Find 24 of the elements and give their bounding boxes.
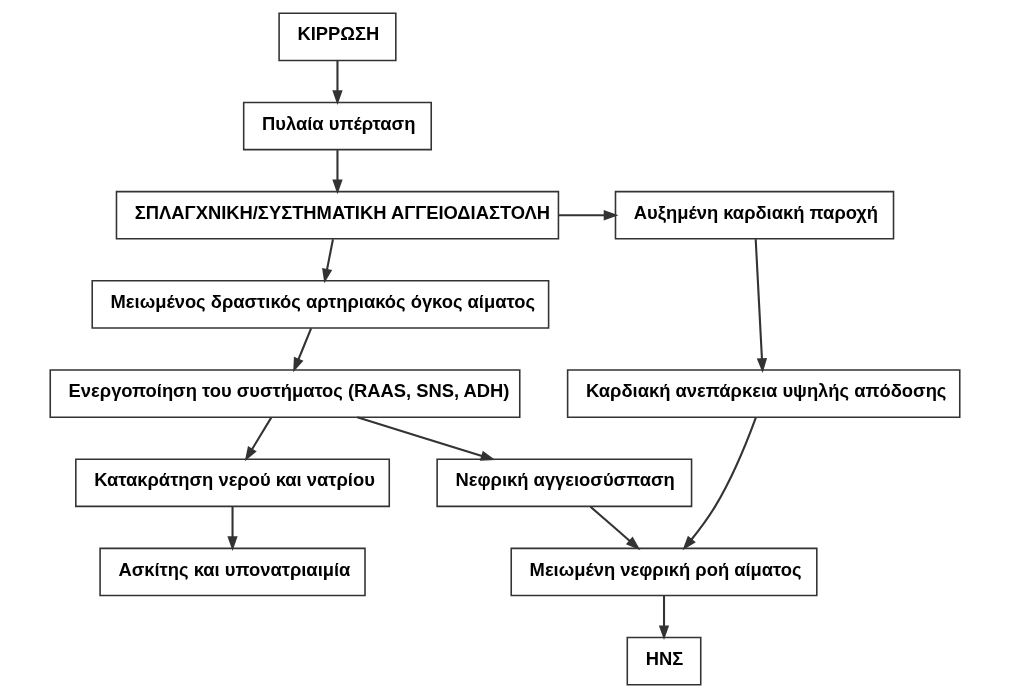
node-box: ΚΙΡΡΩΣΗ <box>278 12 397 62</box>
node-box: Καρδιακή ανεπάρκεια υψηλής απόδοσης <box>566 369 961 418</box>
node-box: Ενεργοποίηση του συστήματος (RAAS, SNS, ADH) <box>49 369 521 418</box>
node-box: Μειωμένη νεφρική ροή αίματος <box>510 547 818 597</box>
arrow <box>293 328 313 373</box>
arrow <box>244 417 273 462</box>
arrow <box>558 210 619 221</box>
arrow <box>658 596 670 641</box>
node-box: Κατακράτηση νερού και νατρίου <box>75 458 391 508</box>
arrow <box>322 239 334 284</box>
node-box: Αυξημένη καρδιακή παροχή <box>614 190 895 240</box>
node-box: Νεφρική αγγειοσύσπαση <box>436 458 693 508</box>
node-box: Πυλαία υπέρταση <box>242 101 432 151</box>
arrow <box>332 60 343 106</box>
arrow <box>589 506 641 551</box>
node-box: ΗΝΣ <box>626 636 702 686</box>
node-box: ΣΠΛΑΓΧΝΙΚΗ/ΣΥΣΤΗΜΑΤΙΚΗ ΑΓΓΕΙΟΔΙΑΣΤΟΛΗ <box>115 190 560 240</box>
arrow <box>357 416 496 461</box>
arrow <box>227 506 238 551</box>
arrow <box>682 417 757 551</box>
arrow <box>754 239 768 373</box>
arrow <box>332 150 343 195</box>
node-box: Μειωμένος δραστικός αρτηριακός όγκος αίματος <box>91 280 550 329</box>
node-box: Ασκίτης και υπονατριαιμία <box>99 547 366 597</box>
